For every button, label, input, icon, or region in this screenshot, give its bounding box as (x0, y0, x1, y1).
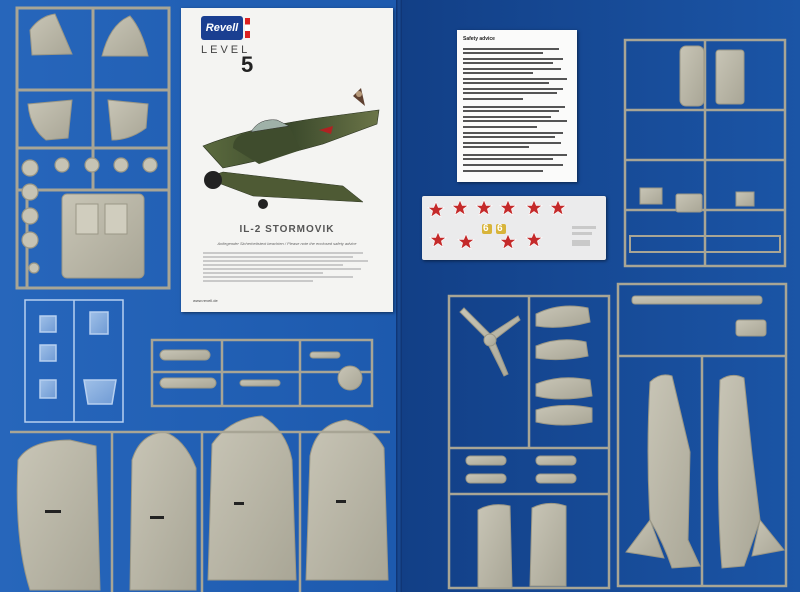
warning-text-block (193, 252, 381, 292)
website: www.revell.de (193, 298, 218, 303)
rudder-right (101, 15, 149, 57)
bomb-2 (159, 377, 217, 389)
wing-lower-left (16, 439, 101, 591)
fuselage-insert (61, 193, 145, 279)
wing-lower-right (129, 431, 197, 591)
level-label: LEVEL (201, 44, 251, 56)
engine-cowl-right (529, 502, 567, 587)
level-number: 5 (241, 52, 254, 77)
wing-upper-left (207, 415, 297, 581)
rudder-left (29, 13, 73, 56)
fuselage-half-left (647, 374, 701, 569)
tailplane-right (107, 99, 149, 141)
decal-number-left: 6 (483, 223, 489, 234)
kit-title: IL-2 STORMOVIK (239, 224, 335, 235)
wheels (21, 157, 158, 274)
cockpit-tub (679, 45, 705, 107)
exhaust-cover-2 (535, 339, 589, 361)
sprue-propeller (447, 294, 611, 590)
decal-sheet: 6 6 (422, 196, 606, 260)
safety-note: Anliegender Sicherheitstext beachten / P… (217, 241, 357, 246)
bomb-1 (159, 349, 211, 361)
exhaust-cover-1 (535, 305, 591, 328)
fuselage-half-right (717, 374, 761, 569)
instruction-booklet: Revell LEVEL 5 IL-2 STORMOVIK Anliegende… (181, 8, 393, 312)
safety-advice-sheet: Safety advice (457, 30, 577, 182)
brand-logo: Revell (201, 16, 243, 40)
sprue-fuselage (616, 282, 788, 588)
decal-number-right: 6 (497, 223, 503, 234)
wing-details (45, 500, 346, 519)
sprue-right-top (623, 38, 787, 268)
tailplane-left (27, 99, 73, 141)
safety-title: Safety advice (463, 36, 495, 42)
wing-upper-right (305, 419, 389, 581)
aircraft-photo (202, 88, 380, 209)
sprue-wings-frame (10, 430, 390, 592)
table-seam (396, 0, 402, 592)
clear-canopy-sprue (24, 299, 124, 423)
decal-stars (427, 199, 596, 250)
brand-strip (245, 18, 250, 38)
engine-cowl-left (477, 504, 513, 589)
sprue-small-parts (150, 338, 374, 408)
